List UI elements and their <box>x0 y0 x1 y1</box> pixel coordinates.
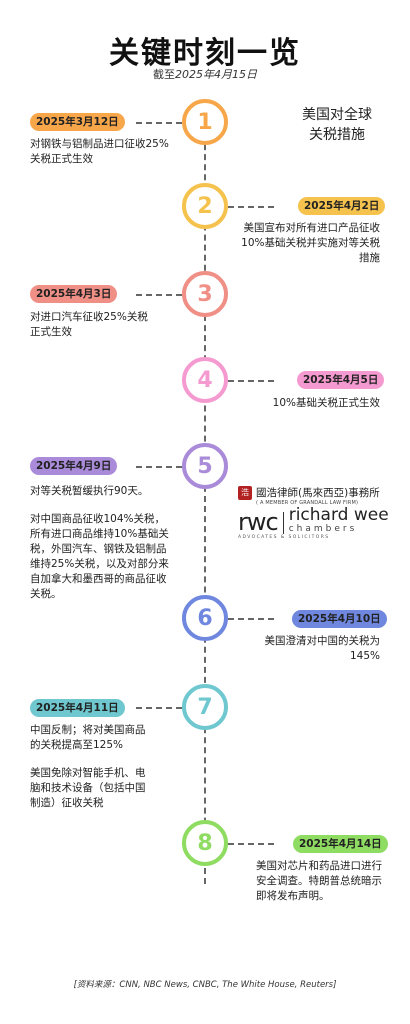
timeline-node-8: 8 <box>182 820 228 866</box>
timeline-line <box>204 124 206 884</box>
event-date-badge: 2025年4月11日 <box>30 699 125 717</box>
node-number: 2 <box>197 193 213 219</box>
node-number: 4 <box>197 367 213 393</box>
logo-firm-name: richard wee <box>288 505 389 525</box>
event-description: 对钢铁与铝制品进口征收25%关税正式生效 <box>30 138 169 165</box>
subtitle-date: 2025年4月15日 <box>175 68 257 81</box>
timeline-connector <box>228 618 274 620</box>
event-description: 美国澄清对中国的关税为145% <box>264 635 381 662</box>
event-date-badge: 2025年4月14日 <box>293 835 388 853</box>
timeline-node-2: 2 <box>182 183 228 229</box>
node-number: 3 <box>197 281 213 307</box>
logo-tagline: ADVOCATES & SOLICITORS <box>238 535 330 540</box>
event-description: 10%基础关税正式生效 <box>272 397 380 409</box>
timeline-node-7: 7 <box>182 684 228 730</box>
event-description: 对进口汽车征收25%关税正式生效 <box>30 311 148 338</box>
side-title-line2: 关税措施 <box>309 127 365 143</box>
seal-icon: 浩 <box>238 485 252 500</box>
timeline-node-4: 4 <box>182 357 228 403</box>
logo-divider <box>282 512 284 534</box>
event-date-badge: 2025年4月2日 <box>298 197 386 215</box>
logo-chambers: chambers <box>288 524 358 534</box>
logo-member-text: ( A MEMBER OF GRANDALL LAW FIRM) <box>256 500 359 506</box>
event-date-badge: 2025年4月5日 <box>297 371 385 389</box>
event-date-badge: 2025年4月9日 <box>30 457 118 475</box>
event-description: 美国对芯片和药品进口进行安全调查。特朗普总统暗示即将发布声明。 <box>256 860 382 902</box>
timeline-node-1: 1 <box>182 99 228 145</box>
node-number: 5 <box>197 453 213 479</box>
node-number: 6 <box>197 605 213 631</box>
node-number: 1 <box>197 109 213 135</box>
timeline-connector <box>136 707 182 709</box>
subtitle-prefix: 截至 <box>153 68 175 81</box>
page-title: 关键时刻一览 <box>109 36 301 71</box>
logo-chinese-name: 國浩律師(馬來西亞)事務所 <box>256 487 380 499</box>
timeline-node-5: 5 <box>182 443 228 489</box>
node-number: 8 <box>197 830 213 856</box>
source-citation: [资料来源：CNN, NBC News, CNBC, The White Hou… <box>73 980 337 990</box>
timeline-connector <box>228 206 274 208</box>
event-date-badge: 2025年4月10日 <box>292 610 387 628</box>
side-title: 美国对全球 关税措施 <box>282 105 392 145</box>
timeline-node-6: 6 <box>182 595 228 641</box>
event-date-badge: 2025年4月3日 <box>30 285 118 303</box>
event-description: 中国反制；将对美国商品的关税提高至125% 美国免除对智能手机、电脑和技术设备（… <box>30 724 146 809</box>
timeline-node-3: 3 <box>182 271 228 317</box>
timeline-connector <box>136 466 182 468</box>
logo-rwc: rwc <box>238 508 279 536</box>
side-title-line1: 美国对全球 <box>302 107 372 123</box>
timeline-connector <box>228 843 274 845</box>
node-number: 7 <box>197 694 213 720</box>
event-description: 美国宣布对所有进口产品征收10%基础关税并实施对等关税措施 <box>241 222 380 264</box>
timeline-connector <box>136 122 182 124</box>
timeline-connector <box>228 380 274 382</box>
timeline-connector <box>136 294 182 296</box>
page-subtitle: 截至2025年4月15日 <box>0 66 410 82</box>
event-date-badge: 2025年3月12日 <box>30 113 125 131</box>
event-description: 对等关税暂缓执行90天。 对中国商品征收104%关税，所有进口商品维持10%基础… <box>30 485 169 600</box>
law-firm-logo: 浩 國浩律師(馬來西亞)事務所 ( A MEMBER OF GRANDALL L… <box>238 485 396 541</box>
